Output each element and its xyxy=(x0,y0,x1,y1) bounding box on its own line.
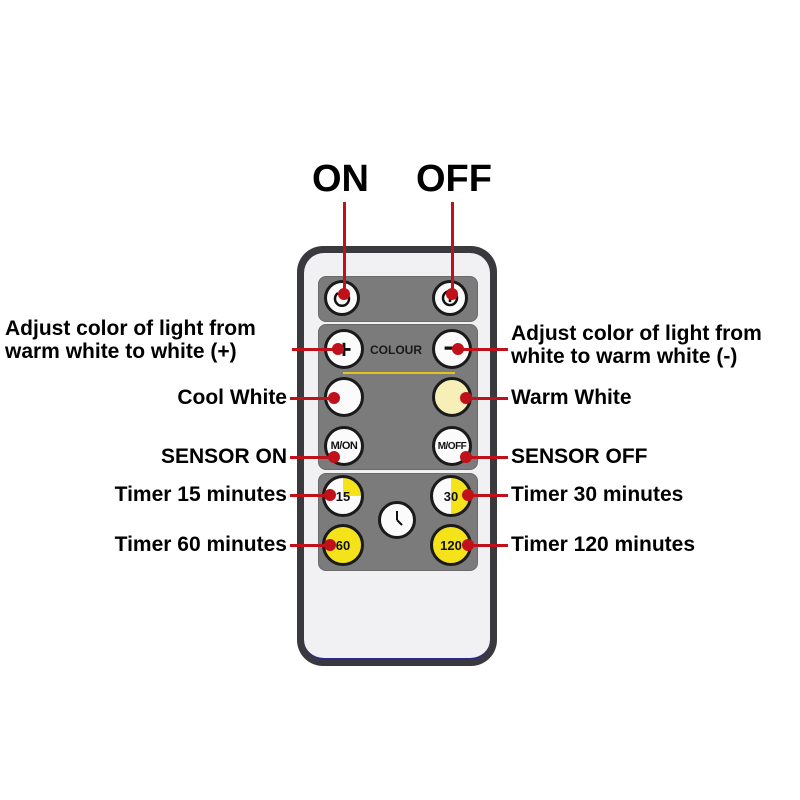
timer30-callout-dot xyxy=(462,489,474,501)
sensor-on-label: SENSOR ON xyxy=(160,445,287,468)
timer15-label: Timer 15 minutes xyxy=(114,483,287,506)
minus-label-line1: Adjust color of light from xyxy=(511,322,762,345)
timer15-callout-line xyxy=(290,494,330,497)
timer120-callout-dot xyxy=(462,539,474,551)
on-title: ON xyxy=(312,158,369,200)
warm-white-label: Warm White xyxy=(511,386,632,409)
on-callout-line xyxy=(343,202,346,294)
minus-label-line2: white to warm white (-) xyxy=(511,345,738,368)
timer120-label: Timer 120 minutes xyxy=(511,533,696,556)
off-callout-dot xyxy=(446,288,458,300)
plus-label-line1: Adjust color of light from xyxy=(5,317,256,340)
colour-label: COLOUR xyxy=(370,343,422,357)
warm-white-callout-line xyxy=(464,397,508,400)
yellow-divider xyxy=(343,372,455,374)
sensor-on-callout-dot xyxy=(328,451,340,463)
timer60-callout-line xyxy=(290,544,330,547)
cool-white-label: Cool White xyxy=(177,386,287,409)
sensor-on-callout-line xyxy=(290,456,336,459)
timer60-callout-dot xyxy=(324,539,336,551)
timer60-label: Timer 60 minutes xyxy=(114,533,287,556)
sensor-off-callout-line xyxy=(464,456,508,459)
timer120-callout-line xyxy=(466,544,508,547)
sensor-off-label: SENSOR OFF xyxy=(511,445,648,468)
minus-callout-line xyxy=(458,348,508,351)
warm-white-callout-dot xyxy=(460,392,472,404)
timer30-callout-line xyxy=(466,494,508,497)
cool-white-callout-line xyxy=(290,397,336,400)
plus-label-line2: warm white to white (+) xyxy=(5,340,237,363)
clock-button[interactable] xyxy=(378,501,416,539)
cool-white-callout-dot xyxy=(328,392,340,404)
off-callout-line xyxy=(451,202,454,294)
clock-icon xyxy=(396,511,403,526)
timer30-label: Timer 30 minutes xyxy=(511,483,684,506)
off-title: OFF xyxy=(416,158,492,200)
plus-callout-dot xyxy=(332,343,344,355)
plus-callout-line xyxy=(292,348,340,351)
minus-callout-dot xyxy=(452,343,464,355)
timer15-callout-dot xyxy=(324,489,336,501)
sensor-off-callout-dot xyxy=(460,451,472,463)
on-callout-dot xyxy=(338,288,350,300)
